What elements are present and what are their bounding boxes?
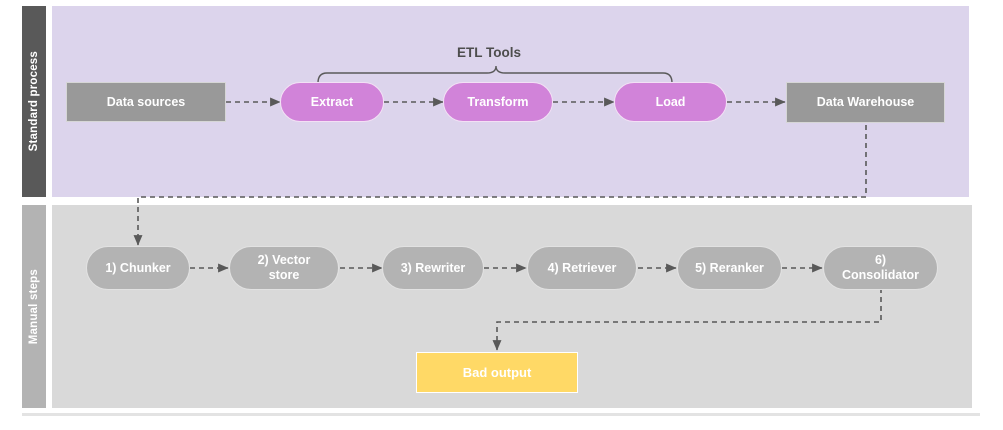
- bottom-divider: [22, 413, 980, 416]
- node-data-warehouse[interactable]: Data Warehouse: [786, 82, 945, 123]
- node-data-sources[interactable]: Data sources: [66, 82, 226, 122]
- node-chunker[interactable]: 1) Chunker: [86, 246, 190, 290]
- etl-tools-label: ETL Tools: [457, 45, 521, 60]
- node-retriever[interactable]: 4) Retriever: [527, 246, 637, 290]
- node-reranker[interactable]: 5) Reranker: [677, 246, 782, 290]
- node-extract[interactable]: Extract: [280, 82, 384, 122]
- node-transform[interactable]: Transform: [443, 82, 553, 122]
- node-load[interactable]: Load: [614, 82, 727, 122]
- node-rewriter[interactable]: 3) Rewriter: [382, 246, 484, 290]
- lane-label-manual-steps: Manual steps: [28, 268, 40, 345]
- node-vector-store[interactable]: 2) Vector store: [229, 246, 339, 290]
- lane-header-standard-process: Standard process: [22, 6, 46, 197]
- node-consolidator[interactable]: 6) Consolidator: [823, 246, 938, 290]
- node-bad-output[interactable]: Bad output: [416, 352, 578, 393]
- lane-header-manual-steps: Manual steps: [22, 205, 46, 408]
- lane-label-standard-process: Standard process: [28, 51, 40, 152]
